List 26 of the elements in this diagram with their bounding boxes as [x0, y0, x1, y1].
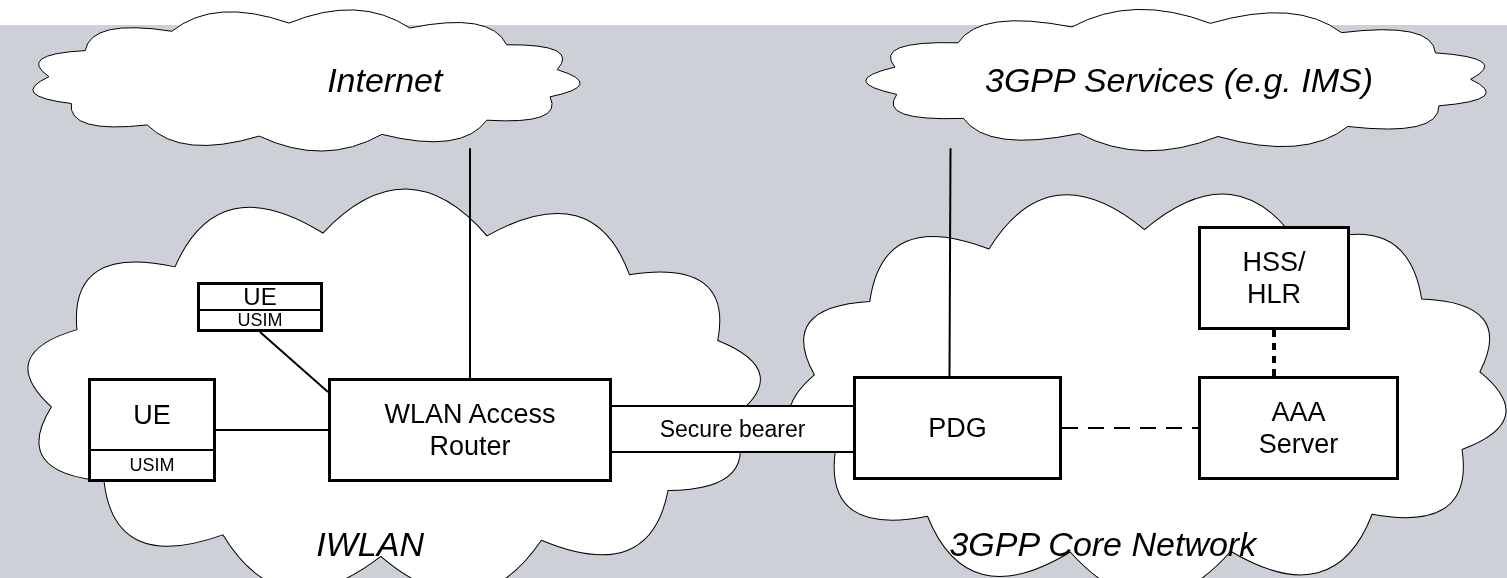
box-label: AAA Server: [1257, 395, 1340, 461]
sim-label: USIM: [129, 456, 175, 474]
network-box: [1198, 376, 1399, 480]
cloud-label: 3GPP Core Network: [949, 524, 1257, 563]
device-box: [88, 378, 216, 482]
connector-line: [1061, 427, 1199, 429]
network-box: [328, 378, 612, 482]
device-box: [197, 282, 323, 332]
cloud-label: Internet: [327, 60, 443, 100]
box-label: PDG: [928, 411, 987, 445]
connector-line: [1272, 330, 1276, 376]
box-label: UE: [243, 285, 277, 309]
network-box: [853, 376, 1062, 480]
cloud-label: 3GPP Services (e.g. IMS): [985, 60, 1373, 100]
edge-label: Secure bearer: [659, 415, 806, 443]
connector-line: [259, 331, 329, 393]
box-label: UE: [133, 398, 171, 432]
cloud-label: IWLAN: [316, 524, 424, 563]
connector-line: [469, 147, 471, 379]
connector-line: [215, 429, 329, 431]
box-label: HSS/ HLR: [1241, 245, 1307, 311]
bearer-tube: [612, 405, 853, 453]
box-label: WLAN Access Router: [383, 397, 557, 463]
connector-line: [948, 147, 952, 377]
network-box: [1198, 226, 1350, 330]
sim-label: USIM: [237, 311, 283, 329]
